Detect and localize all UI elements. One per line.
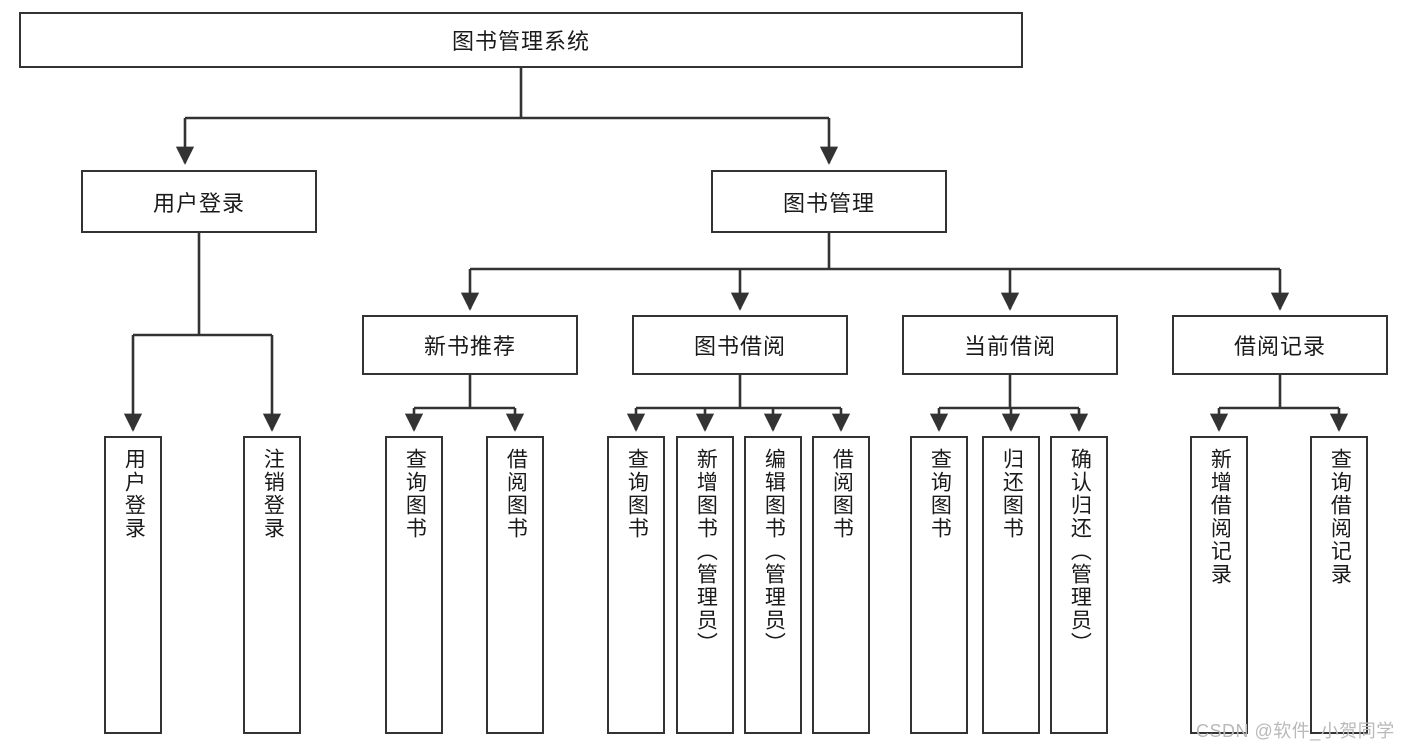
leaf-leaf-borrow-book[interactable]: 借阅图书: [812, 436, 870, 734]
leaf-leaf-return-book-label: 归还图书: [1000, 448, 1024, 540]
node-new-book-recommend-label: 新书推荐: [423, 334, 516, 359]
node-borrow-record-label: 借阅记录: [1233, 334, 1326, 359]
node-current-borrow-label: 当前借阅: [963, 334, 1056, 359]
leaf-leaf-logout[interactable]: 注销登录: [243, 436, 301, 734]
leaf-leaf-add-record[interactable]: 新增借阅记录: [1190, 436, 1248, 734]
leaf-leaf-user-login-label: 用户登录: [122, 448, 146, 540]
node-user-login-label: 用户登录: [152, 190, 245, 216]
leaf-leaf-return-book[interactable]: 归还图书: [982, 436, 1040, 734]
node-book-borrow-label: 图书借阅: [693, 334, 786, 359]
node-book-manage-label: 图书管理: [782, 190, 875, 216]
leaf-leaf-query-book-cur[interactable]: 查询图书: [910, 436, 968, 734]
leaf-leaf-borrow-book-label: 借阅图书: [830, 448, 854, 540]
leaf-leaf-edit-book[interactable]: 编辑图书（管理员）: [744, 436, 802, 734]
leaf-leaf-add-record-label: 新增借阅记录: [1208, 448, 1232, 586]
leaf-leaf-user-login[interactable]: 用户登录: [104, 436, 162, 734]
leaf-leaf-add-book-label: 新增图书（管理员）: [694, 448, 718, 655]
leaf-leaf-borrow-book-rec-label: 借阅图书: [504, 448, 528, 540]
node-new-book-recommend[interactable]: 新书推荐: [362, 315, 578, 375]
node-root[interactable]: 图书管理系统: [19, 12, 1023, 68]
node-current-borrow[interactable]: 当前借阅: [902, 315, 1118, 375]
leaf-leaf-query-book-rec-label: 查询图书: [403, 448, 427, 540]
leaf-leaf-query-record[interactable]: 查询借阅记录: [1310, 436, 1368, 734]
leaf-leaf-query-book-cur-label: 查询图书: [928, 448, 952, 540]
leaf-leaf-borrow-book-rec[interactable]: 借阅图书: [486, 436, 544, 734]
leaf-leaf-confirm-return-label: 确认归还（管理员）: [1068, 448, 1092, 655]
leaf-leaf-confirm-return[interactable]: 确认归还（管理员）: [1050, 436, 1108, 734]
watermark: CSDN @软件_小贺同学: [1196, 721, 1395, 741]
leaf-leaf-query-book-borrow-label: 查询图书: [625, 448, 649, 540]
leaf-leaf-query-record-label: 查询借阅记录: [1328, 448, 1352, 586]
node-book-manage[interactable]: 图书管理: [711, 170, 947, 233]
leaf-leaf-logout-label: 注销登录: [261, 448, 285, 540]
leaf-leaf-edit-book-label: 编辑图书（管理员）: [762, 448, 786, 655]
leaf-leaf-add-book[interactable]: 新增图书（管理员）: [676, 436, 734, 734]
leaf-leaf-query-book-rec[interactable]: 查询图书: [385, 436, 443, 734]
node-borrow-record[interactable]: 借阅记录: [1172, 315, 1388, 375]
node-root-label: 图书管理系统: [451, 29, 590, 54]
node-book-borrow[interactable]: 图书借阅: [632, 315, 848, 375]
leaf-leaf-query-book-borrow[interactable]: 查询图书: [607, 436, 665, 734]
node-user-login[interactable]: 用户登录: [81, 170, 317, 233]
